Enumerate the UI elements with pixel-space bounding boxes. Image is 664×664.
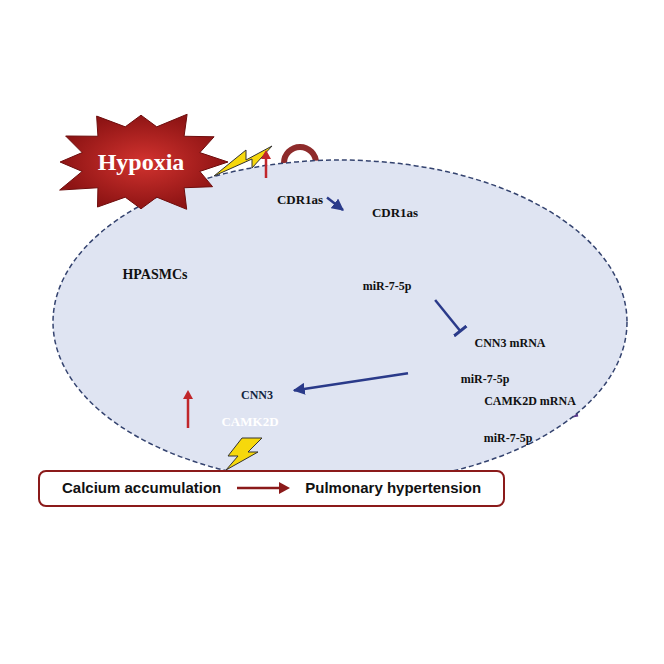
lightning-bolt <box>226 438 262 470</box>
cell-label: HPASMCs <box>122 267 187 282</box>
starburst <box>60 114 228 209</box>
hypoxia-starburst: Hypoxia <box>52 108 230 216</box>
mirna-label: miR-7-5p <box>461 373 510 386</box>
arrow-connector <box>327 198 343 210</box>
arrow-connector <box>294 373 408 390</box>
increase-arrow <box>187 398 190 428</box>
mirna-label: miR-7-5p <box>363 280 412 293</box>
lightning-bolt <box>214 146 272 176</box>
stimulus-label: Hypoxia <box>98 149 185 175</box>
protein-label: CAMK2D <box>221 415 278 429</box>
circrna-label: CDR1as <box>372 206 418 220</box>
outcome-text: Calcium accumulation <box>62 480 221 497</box>
increase-arrowhead <box>183 390 193 399</box>
inhibition-connector <box>435 300 460 331</box>
cell-outline <box>53 160 627 484</box>
outcome-arrow <box>235 481 291 495</box>
cell-ellipse: CDR1asCDR1asmiR-7-5pCNN3 mRNAmiR-7-5pCAM… <box>50 157 630 487</box>
mirna-label: miR-7-5p <box>484 432 533 445</box>
mrna-label: CNN3 mRNA <box>475 337 546 350</box>
increase-arrowhead <box>261 150 271 159</box>
outcome-box: Calcium accumulation Pulmonary hypertensi… <box>38 470 505 507</box>
increase-arrow <box>265 158 268 178</box>
outcome-text: Pulmonary hypertension <box>305 480 481 497</box>
cell-ellipse-shape <box>50 157 630 487</box>
mrna-label: CAMK2D mRNA <box>484 395 576 408</box>
arrow-shaft <box>237 487 281 490</box>
protein-label: CNN3 <box>241 389 273 402</box>
arrow-head <box>279 482 290 494</box>
circrna-label: CDR1as <box>277 193 323 207</box>
